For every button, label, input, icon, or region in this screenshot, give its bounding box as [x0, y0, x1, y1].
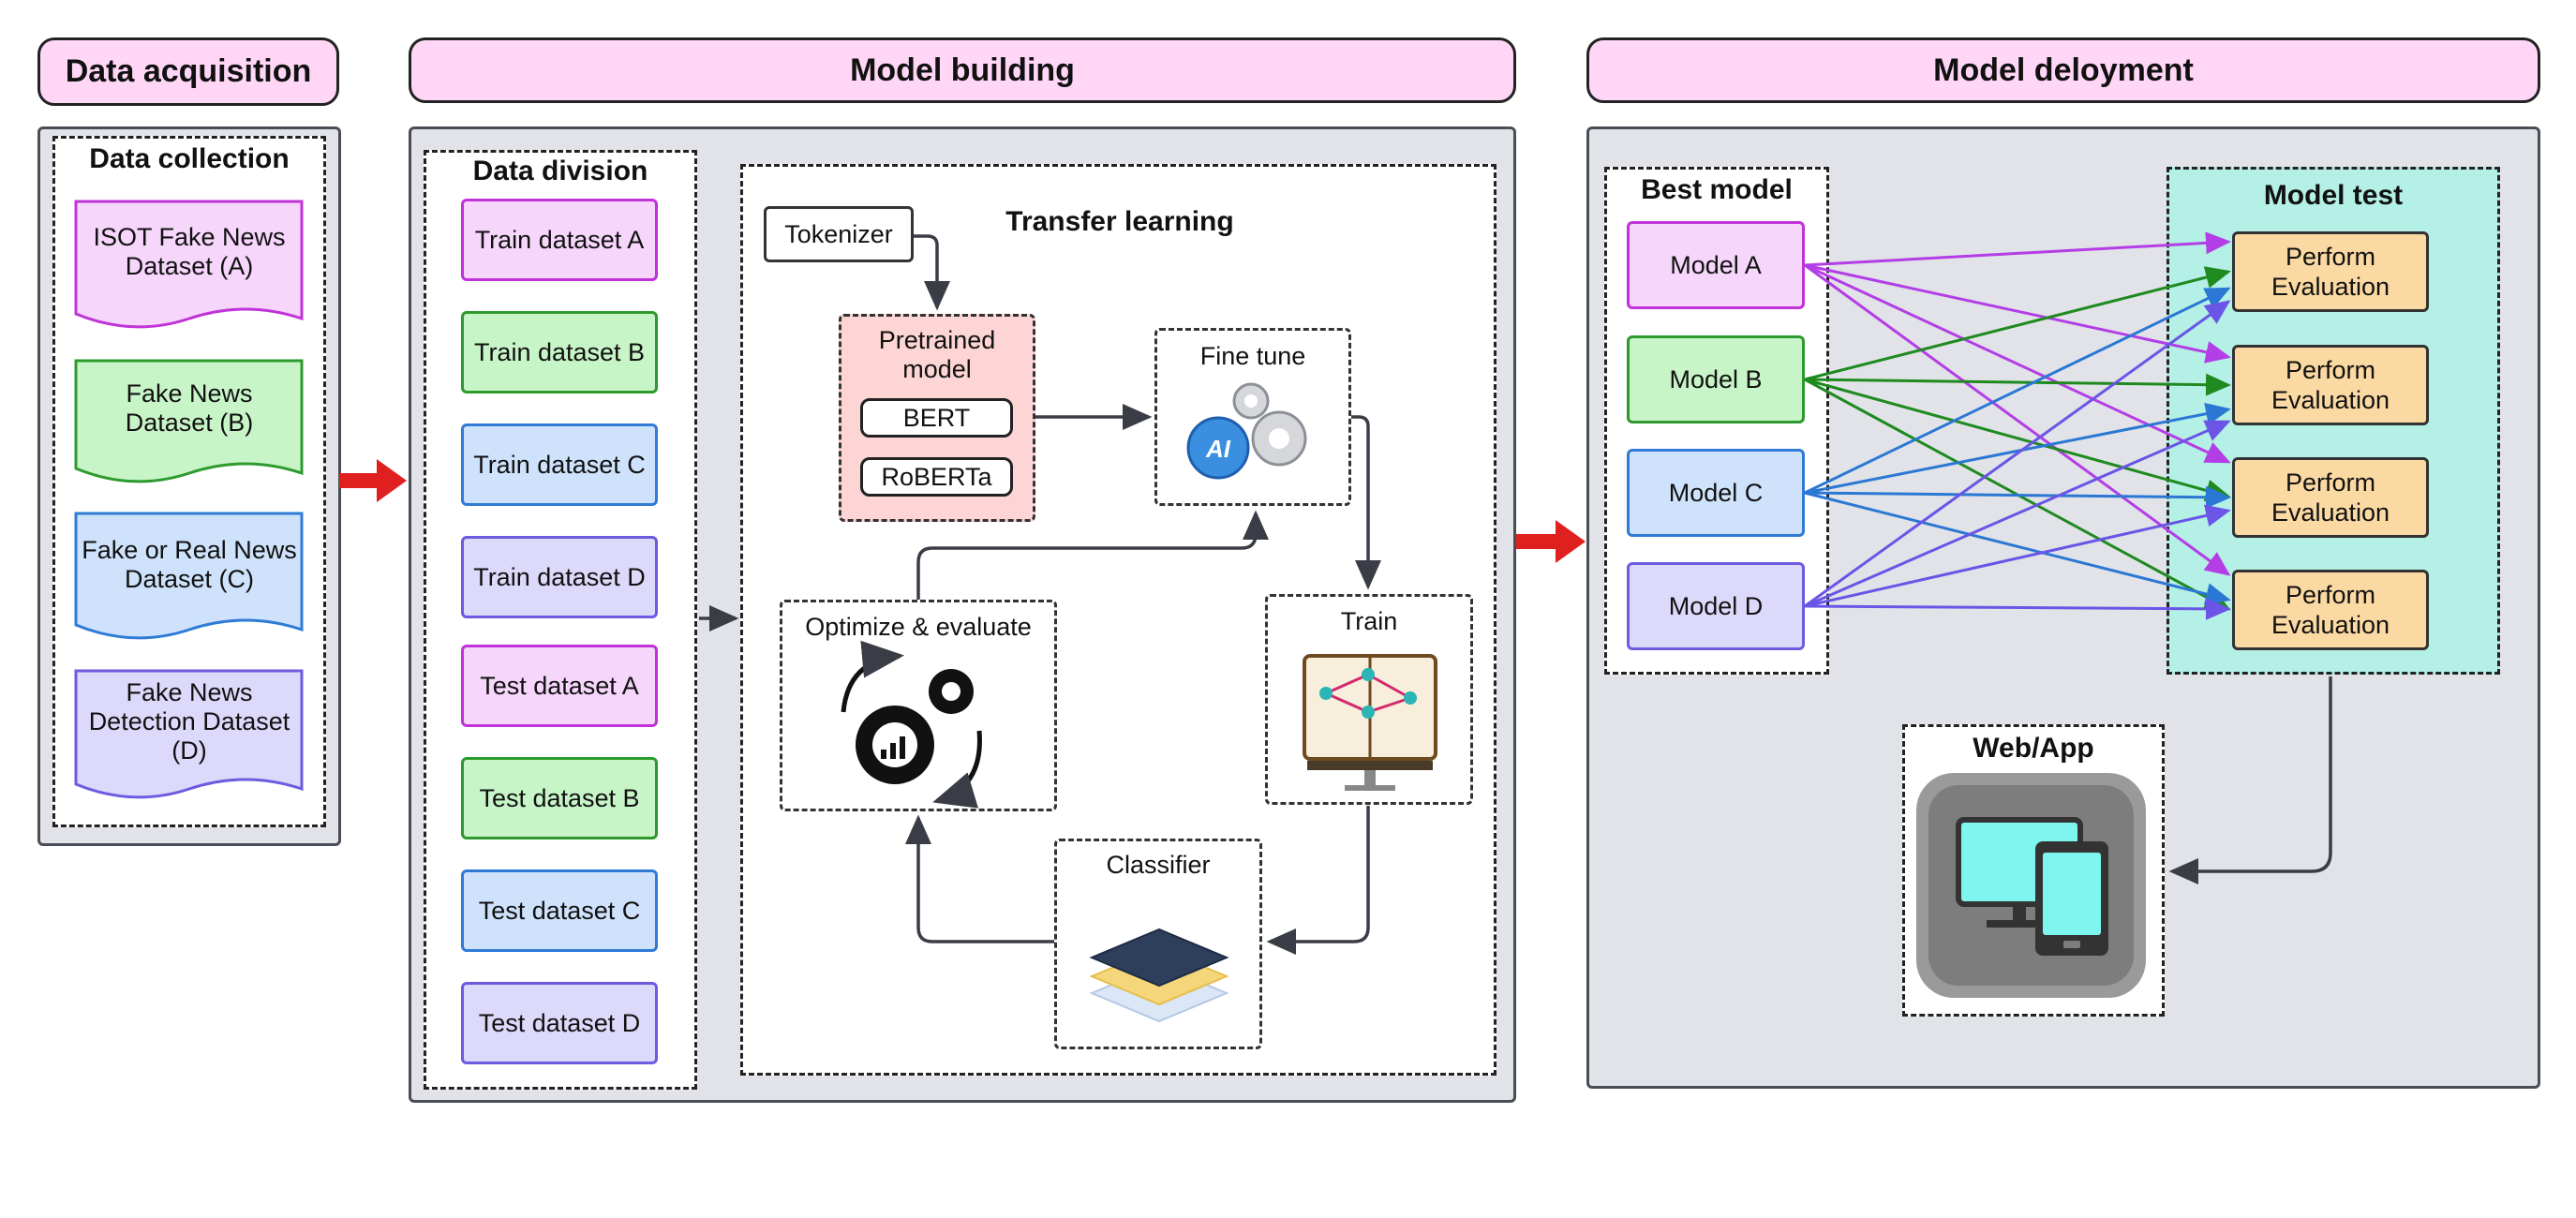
train-label: Train: [1340, 607, 1398, 635]
best-model-title: Best model: [1641, 174, 1793, 205]
classifier-label: Classifier: [1106, 851, 1211, 879]
red-arrow-1: [339, 459, 407, 502]
dataset-a-label: ISOT Fake News Dataset (A): [93, 223, 286, 280]
optimize-evaluate-label: Optimize & evaluate: [805, 613, 1032, 641]
train-dataset-b: Train dataset B: [461, 311, 658, 394]
pretrained-model-label: Pretrained model: [878, 326, 996, 383]
train-to-classifier-arrow: [1266, 806, 1370, 955]
header-model-building: Model building: [409, 37, 1516, 103]
fine-tune-box: [1154, 328, 1351, 506]
dataset-b-label: Fake News Dataset (B): [125, 379, 254, 437]
dataset-doc-b: [74, 359, 304, 483]
model-b: Model B: [1627, 335, 1805, 423]
red-arrow-2: [1516, 520, 1586, 563]
dataset-doc-c: [74, 512, 304, 640]
dataset-c-label: Fake or Real News Dataset (C): [82, 536, 297, 593]
devices-icon: [1916, 773, 2146, 998]
model-c: Model C: [1627, 449, 1805, 537]
test-dataset-c: Test dataset C: [461, 869, 658, 952]
model-a-connections: [1804, 231, 2231, 576]
perform-evaluation-4: Perform Evaluation: [2232, 570, 2429, 650]
optimize-to-finetune-arrow: [916, 510, 1269, 600]
test-dataset-a: Test dataset A: [461, 645, 658, 727]
perform-evaluation-2: Perform Evaluation: [2232, 345, 2429, 425]
tokenizer-box: Tokenizer: [764, 206, 914, 262]
model-a: Model A: [1627, 221, 1805, 309]
roberta-box: RoBERTa: [860, 457, 1013, 497]
finetune-to-train-arrow: [1351, 415, 1381, 590]
train-dataset-c: Train dataset C: [461, 423, 658, 506]
dataset-doc-d: [74, 669, 304, 799]
dataset-d-label: Fake News Detection Dataset (D): [88, 678, 290, 765]
test-dataset-b: Test dataset B: [461, 757, 658, 839]
perform-evaluation-3: Perform Evaluation: [2232, 457, 2429, 538]
web-app-title: Web/App: [1973, 733, 2094, 764]
model-d-connections: [1804, 300, 2231, 620]
test-to-webapp-arrow: [2168, 676, 2332, 884]
ai-gears-icon: AI: [1186, 382, 1307, 480]
model-test-title: Model test: [2263, 180, 2404, 211]
data-division-title: Data division: [472, 156, 648, 186]
model-d: Model D: [1627, 562, 1805, 650]
train-dataset-a: Train dataset A: [461, 199, 658, 281]
model-c-connections: [1804, 287, 2231, 605]
neural-book-icon: [1303, 654, 1437, 791]
dataset-doc-a: [74, 200, 304, 329]
optimize-gears-icon: [841, 640, 982, 809]
train-dataset-d: Train dataset D: [461, 536, 658, 618]
fine-tune-label: Fine tune: [1199, 342, 1306, 370]
tokenizer-to-pretrained-arrow: [914, 234, 950, 311]
classifier-layers-icon: [1089, 928, 1229, 1023]
test-dataset-d: Test dataset D: [461, 982, 658, 1064]
transfer-learning-title: Transfer learning: [1005, 206, 1234, 237]
data-collection-title: Data collection: [89, 143, 290, 174]
ai-badge-text: AI: [1205, 435, 1231, 463]
bert-box: BERT: [860, 398, 1013, 438]
perform-evaluation-1: Perform Evaluation: [2232, 231, 2429, 312]
header-data-acquisition: Data acquisition: [37, 37, 339, 106]
classifier-to-optimize-arrow: [905, 814, 1054, 943]
header-model-deployment: Model deloyment: [1586, 37, 2540, 103]
